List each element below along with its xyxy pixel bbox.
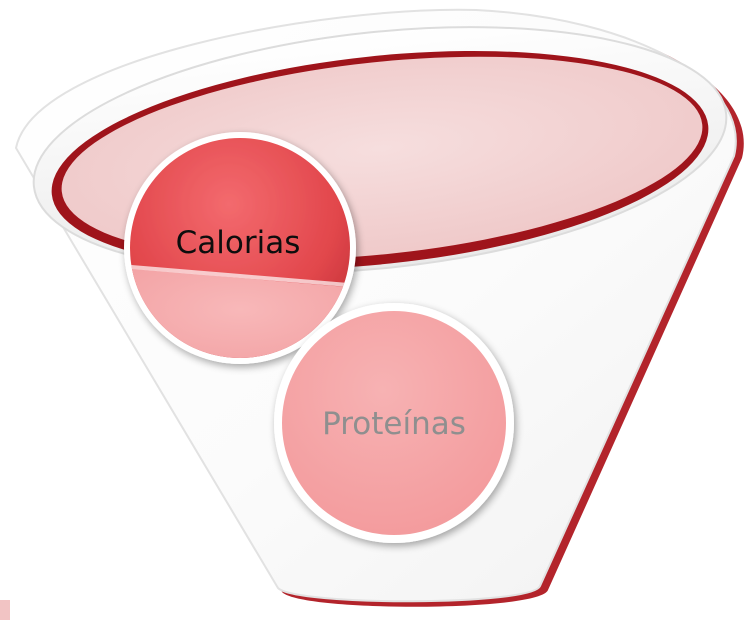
label-calorias: Calorias <box>176 225 301 261</box>
funnel-item-proteinas: Proteínas <box>274 303 514 543</box>
corner-decoration <box>0 600 10 620</box>
label-proteinas: Proteínas <box>322 406 466 442</box>
